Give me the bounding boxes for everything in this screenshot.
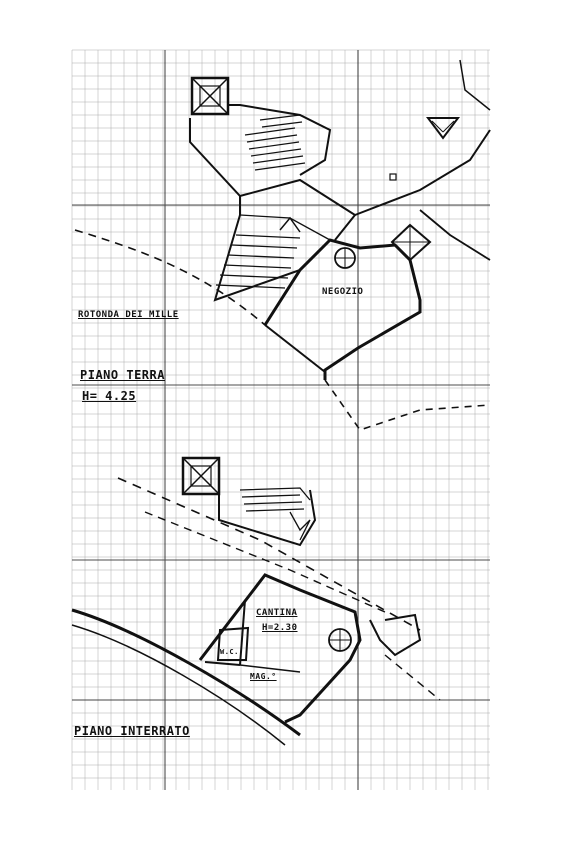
basement-plan bbox=[71, 456, 441, 746]
basement-title: PIANO INTERRATO bbox=[74, 724, 190, 738]
elevator-triangle bbox=[426, 117, 460, 140]
major-grid-lines bbox=[72, 50, 490, 790]
cellar-label: CANTINA bbox=[256, 608, 298, 618]
stairs-upper bbox=[244, 114, 306, 171]
curved-street-edge bbox=[71, 608, 301, 737]
street-label: ROTONDA DEI MILLE bbox=[78, 310, 179, 320]
wc-label: W.C. bbox=[220, 648, 239, 656]
elevator-shaft-basement bbox=[181, 456, 221, 496]
elevator-diamond bbox=[390, 223, 432, 262]
elevator-shaft-top bbox=[190, 76, 230, 116]
storage-label: MAG.° bbox=[250, 672, 277, 681]
cellar-walls bbox=[198, 573, 362, 724]
stairs-basement bbox=[239, 487, 311, 541]
cellar-height: H=2.30 bbox=[262, 623, 298, 633]
street-boundary-dashed bbox=[74, 229, 266, 326]
stairs-main bbox=[215, 214, 331, 289]
background-grid bbox=[71, 49, 490, 790]
ground-floor-plan bbox=[74, 59, 491, 431]
wc-room bbox=[216, 626, 250, 661]
ground-floor-height: H= 4.25 bbox=[82, 389, 137, 403]
ground-floor-title: PIANO TERRA bbox=[80, 368, 165, 382]
shop-label: NEGOZIO bbox=[322, 287, 364, 297]
